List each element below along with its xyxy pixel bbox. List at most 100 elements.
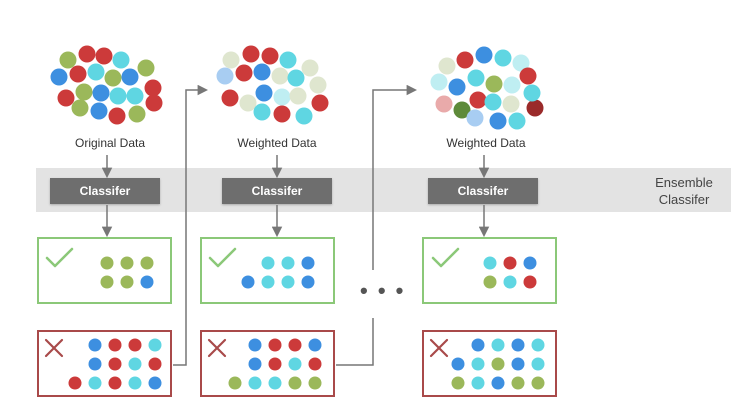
data-point [508,112,526,130]
data-point [523,84,541,102]
incorrect-point [491,357,505,371]
weighted-data-label-1: Weighted Data [237,136,317,150]
classifier-box-2: Classifer [222,178,332,204]
data-point [512,54,530,72]
correct-point [261,256,275,270]
data-point [519,67,537,85]
data-point [526,99,544,117]
correct-box-3 [422,237,557,304]
incorrect-point [88,357,102,371]
data-point [92,84,110,102]
data-point [475,46,493,64]
incorrect-point [451,357,465,371]
incorrect-point [88,376,102,390]
incorrect-point [451,376,465,390]
data-point [466,109,484,127]
data-point [145,94,163,112]
data-point [456,51,474,69]
correct-point [503,275,517,289]
data-point [273,88,291,106]
data-point [57,89,75,107]
check-icon [45,247,74,268]
incorrect-point [531,357,545,371]
data-point [78,45,96,63]
data-point [71,99,89,117]
correct-point [301,256,315,270]
data-point [253,103,271,121]
data-point [242,45,260,63]
ensemble-label-line2: Classifer [658,192,710,207]
data-point [311,94,329,112]
correct-point [140,275,154,289]
correct-point [120,256,134,270]
data-point [253,63,271,81]
correct-point [281,256,295,270]
data-point [144,79,162,97]
cross-icon [429,338,449,358]
incorrect-point [491,338,505,352]
incorrect-point [511,376,525,390]
incorrect-point [268,376,282,390]
data-point [485,75,503,93]
classifier-label-3: Classifer [457,184,509,198]
incorrect-point [128,338,142,352]
data-point [59,51,77,69]
incorrect-point [471,376,485,390]
correct-point [301,275,315,289]
data-point [502,95,520,113]
data-point [309,76,327,94]
correct-point [483,256,497,270]
correct-point [120,275,134,289]
correct-point [100,256,114,270]
feedback-arrow-2 [336,318,374,366]
correct-point [523,256,537,270]
data-point [221,89,239,107]
correct-point [261,275,275,289]
data-point [112,51,130,69]
incorrect-point [471,338,485,352]
correct-box-2 [200,237,335,304]
data-point [261,47,279,65]
correct-point [281,275,295,289]
data-point [430,73,448,91]
weighted-data-label-2: Weighted Data [446,136,526,150]
correct-point [523,275,537,289]
incorrect-point [288,338,302,352]
data-point [484,93,502,111]
correct-point [483,275,497,289]
incorrect-point [108,357,122,371]
data-point [287,69,305,87]
incorrect-point [531,376,545,390]
correct-point [503,256,517,270]
incorrect-point [268,357,282,371]
correct-point [100,275,114,289]
incorrect-point [531,338,545,352]
incorrect-point [248,357,262,371]
dot-layer [50,45,545,390]
incorrect-point [491,376,505,390]
data-point [108,107,126,125]
incorrect-point [108,376,122,390]
incorrect-point [288,357,302,371]
incorrect-point [228,376,242,390]
data-point [104,69,122,87]
data-point [222,51,240,69]
data-point [126,87,144,105]
data-point [295,107,313,125]
data-point [235,64,253,82]
classifier-box-3: Classifer [428,178,538,204]
incorrect-point [248,338,262,352]
check-icon [431,247,460,268]
correct-point [140,256,154,270]
ensemble-classifier-label: Ensemble Classifer [644,174,724,208]
data-point [301,59,319,77]
incorrect-point [148,376,162,390]
incorrect-point [148,357,162,371]
incorrect-point [128,357,142,371]
data-point [273,105,291,123]
data-point [87,63,105,81]
incorrect-point [248,376,262,390]
data-point [271,67,289,85]
incorrect-point [288,376,302,390]
original-data-label: Original Data [74,136,146,150]
